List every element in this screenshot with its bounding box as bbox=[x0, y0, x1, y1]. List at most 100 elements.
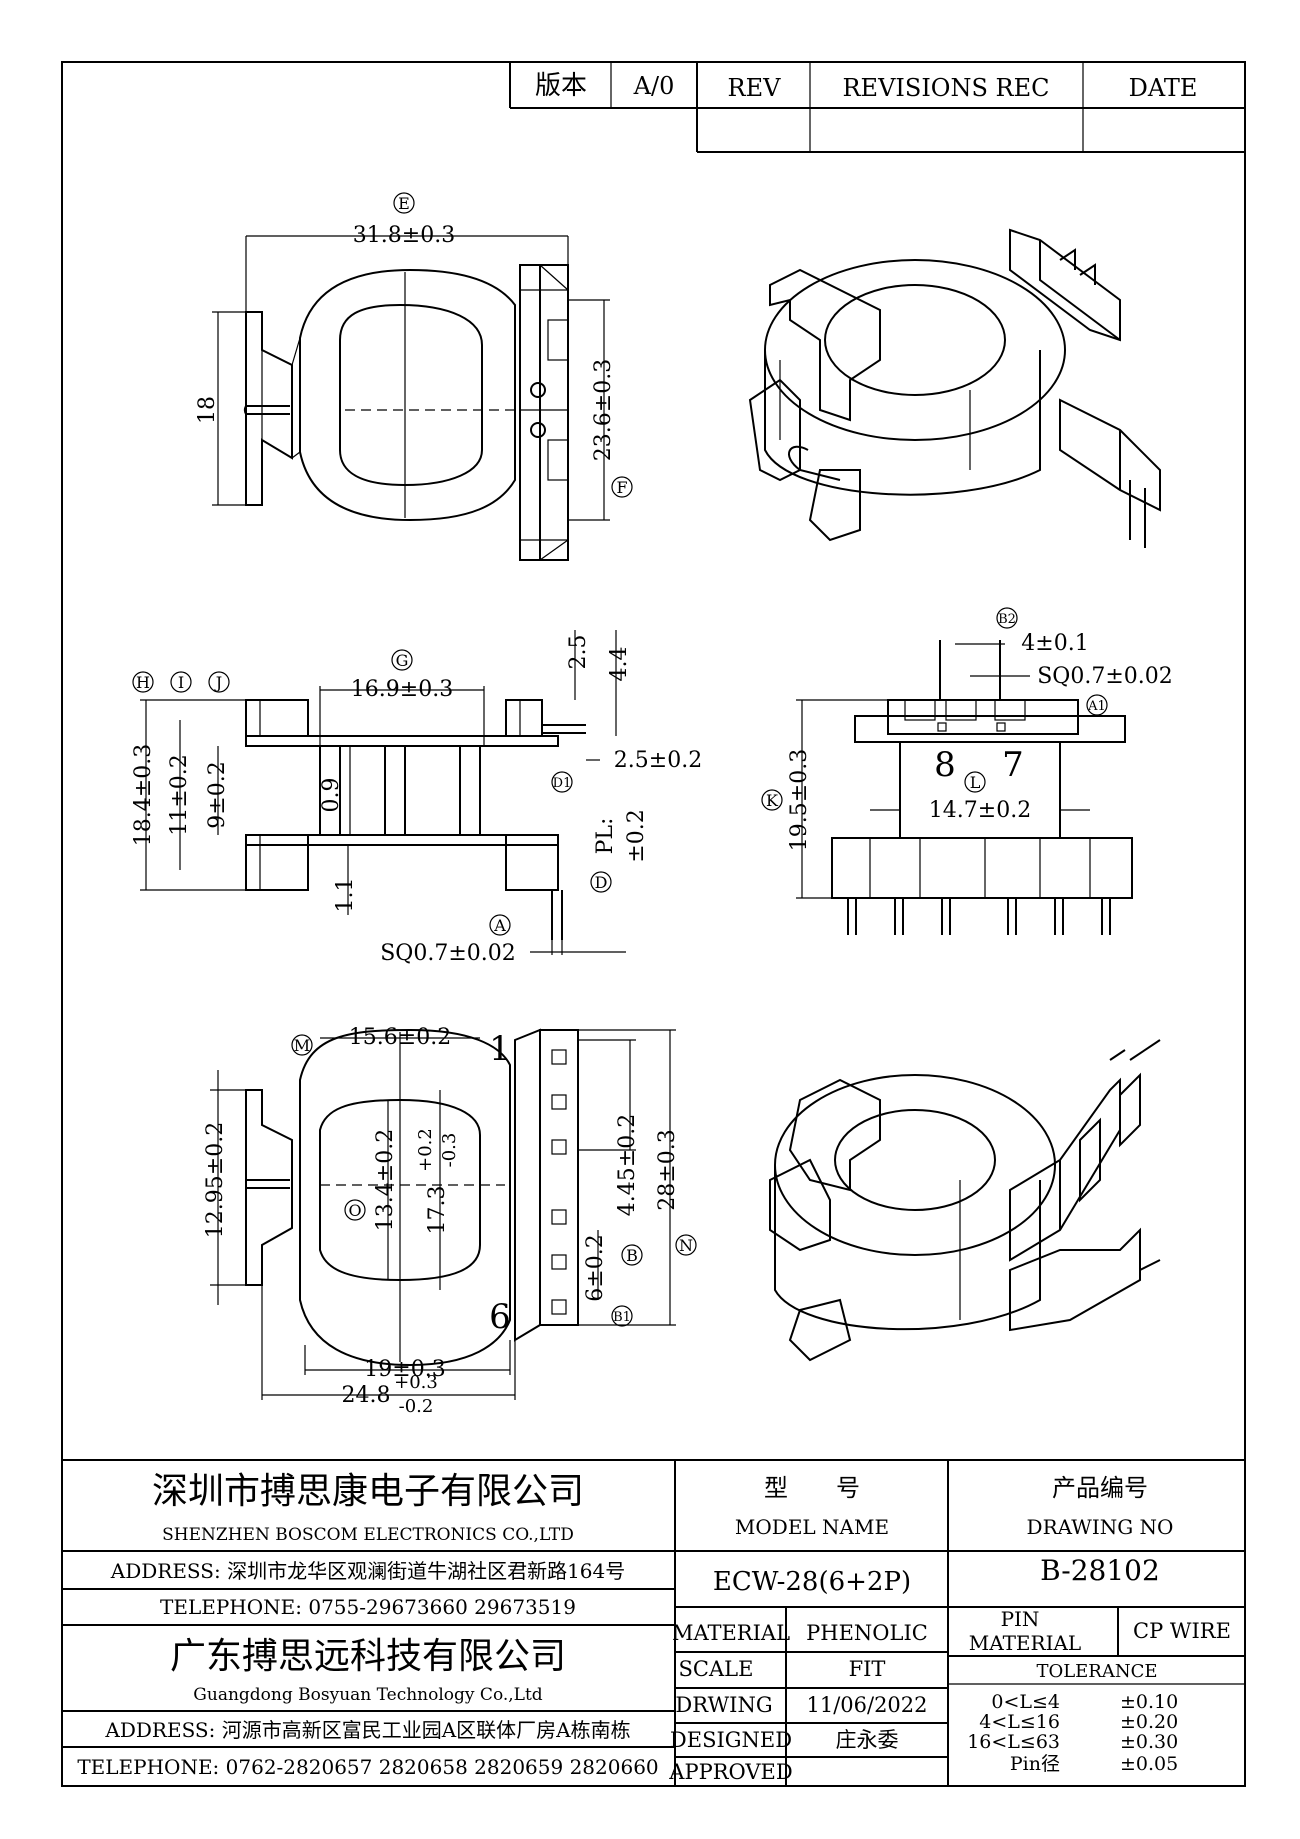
material-value: PHENOLIC bbox=[806, 1621, 928, 1645]
dim-N-value: 28±0.3 bbox=[655, 1129, 680, 1210]
designed-label: DESIGNED bbox=[670, 1728, 792, 1752]
drawing-date: 11/06/2022 bbox=[806, 1693, 927, 1717]
dim-A1-value: SQ0.7±0.02 bbox=[1037, 664, 1173, 689]
revisions-header: REVISIONS REC bbox=[842, 74, 1049, 102]
side-view: G 16.9±0.3 H I J 18.4±0.3 11±0.2 9±0.2 0… bbox=[131, 630, 702, 966]
top-view: E 31.8±0.3 18 23.6±0.3 F bbox=[195, 192, 633, 561]
scale-label: SCALE bbox=[679, 1657, 754, 1681]
tolerance-range: 0<L≤4 bbox=[991, 1691, 1060, 1713]
drawing-frame bbox=[61, 61, 1246, 1787]
telephone2: TELEPHONE: 0762-2820657 2820658 2820659 … bbox=[77, 1755, 658, 1779]
address2: ADDRESS: 河源市高新区富民工业园A区联体厂房A栋南栋 bbox=[104, 1718, 630, 1742]
drawing-label: DRWING bbox=[675, 1693, 772, 1717]
title-block: 深圳市搏思康电子有限公司 SHENZHEN BOSCOM ELECTRONICS… bbox=[62, 1459, 1245, 1786]
bottom-view-pin-slots bbox=[551, 1049, 567, 1315]
dim-base: 1.1 bbox=[333, 878, 358, 913]
company2-cn: 广东搏思远科技有限公司 bbox=[170, 1636, 566, 1677]
model-cn: 型 号 bbox=[764, 1474, 860, 1502]
address1: ADDRESS: 深圳市龙华区观澜街道牛湖社区君新路164号 bbox=[110, 1559, 626, 1583]
dim-D-tag: D bbox=[595, 873, 608, 892]
dim-top-a: 2.5 bbox=[566, 635, 591, 670]
company1-cn: 深圳市搏思康电子有限公司 bbox=[152, 1471, 584, 1512]
dim-F-value: 23.6±0.3 bbox=[591, 359, 616, 461]
revision-table: 版本 A/0 REV REVISIONS REC DATE bbox=[509, 62, 1245, 153]
tolerance-value: ±0.10 bbox=[1120, 1691, 1178, 1713]
dim-E-tag: E bbox=[398, 194, 410, 213]
dim-248: 24.8 bbox=[342, 1383, 391, 1408]
tolerance-value: ±0.30 bbox=[1120, 1731, 1178, 1753]
dim-18: 18 bbox=[195, 396, 220, 424]
pin-label: PIN bbox=[1001, 1607, 1040, 1631]
dim-M-tag: M bbox=[294, 1036, 310, 1055]
dim-inner-h: 13.4±0.2 bbox=[373, 1129, 398, 1231]
end-view: B2 4±0.1 SQ0.7±0.02 A1 8 7 L 14.7±0.2 19… bbox=[761, 607, 1173, 935]
version-value: A/0 bbox=[633, 72, 675, 100]
dim-I-tag: I bbox=[178, 673, 184, 692]
dim-B2-value: 4±0.1 bbox=[1021, 631, 1088, 656]
dim-B-tag: B bbox=[626, 1246, 638, 1265]
tolerance-range: 4<L≤16 bbox=[979, 1711, 1060, 1733]
date-header: DATE bbox=[1129, 74, 1198, 102]
dim-A-tag: A bbox=[493, 916, 506, 935]
dim-B1-tag: B1 bbox=[613, 1310, 631, 1325]
dim-J-value: 9±0.2 bbox=[205, 761, 230, 828]
rev-header: REV bbox=[728, 74, 782, 102]
pin-8-label: 8 bbox=[934, 745, 956, 785]
tolerance-table: 0<L≤4 ±0.10 4<L≤16 ±0.20 16<L≤63 ±0.30 P… bbox=[967, 1691, 1178, 1775]
pin-6-label: 6 bbox=[489, 1297, 511, 1337]
company1-en: SHENZHEN BOSCOM ELECTRONICS CO.,LTD bbox=[162, 1525, 574, 1545]
dim-19: 19±0.3 bbox=[364, 1357, 445, 1382]
dim-inner-d-plus: +0.2 bbox=[415, 1128, 436, 1172]
dim-248-minus: -0.2 bbox=[399, 1396, 434, 1417]
dim-K-tag: K bbox=[766, 791, 779, 810]
telephone1: TELEPHONE: 0755-29673660 29673519 bbox=[160, 1595, 576, 1619]
dim-O-tag: O bbox=[348, 1201, 361, 1220]
model-en: MODEL NAME bbox=[735, 1515, 889, 1539]
tolerance-value: ±0.20 bbox=[1120, 1711, 1178, 1733]
company2-en: Guangdong Bosyuan Technology Co.,Ltd bbox=[193, 1685, 543, 1705]
dim-inner-d: 17.3 bbox=[425, 1186, 450, 1235]
dim-D1-value: 2.5±0.2 bbox=[614, 748, 702, 773]
dim-H-tag: H bbox=[136, 673, 150, 692]
pin-material-label: MATERIAL bbox=[969, 1631, 1081, 1655]
dim-L-tag: L bbox=[970, 773, 981, 792]
tolerance-range: Pin径 bbox=[1010, 1753, 1060, 1775]
drawing-value: B-28102 bbox=[1040, 1554, 1160, 1587]
pin-material-value: CP WIRE bbox=[1133, 1619, 1231, 1643]
drawing-cn: 产品编号 bbox=[1052, 1474, 1148, 1502]
version-label: 版本 bbox=[535, 71, 587, 101]
approved-label: APPROVED bbox=[668, 1760, 792, 1784]
dim-F-tag: F bbox=[616, 478, 627, 497]
bottom-view: 1 6 M 15.6±0.2 12.95±0.2 O 13.4±0.2 17.3… bbox=[203, 1025, 697, 1417]
tolerance-range: 16<L≤63 bbox=[967, 1731, 1060, 1753]
dim-248-plus: +0.3 bbox=[394, 1372, 438, 1393]
dim-B1-value: 6±0.2 bbox=[583, 1234, 608, 1301]
dim-top-b: 4.4 bbox=[607, 647, 632, 682]
dim-PL-tol: ±0.2 bbox=[624, 809, 649, 862]
dim-B-value: 4.45±0.2 bbox=[615, 1114, 640, 1216]
dim-I-value: 11±0.2 bbox=[167, 754, 192, 835]
dim-N-tag: N bbox=[679, 1236, 693, 1255]
dim-inner-d-minus: -0.3 bbox=[439, 1133, 460, 1168]
dim-G-value: 16.9±0.3 bbox=[351, 677, 453, 702]
dim-A1-tag: A1 bbox=[1087, 699, 1106, 714]
dim-E-value: 31.8±0.3 bbox=[353, 223, 455, 248]
scale-value: FIT bbox=[849, 1657, 886, 1681]
isometric-view-bottom bbox=[769, 1039, 1161, 1362]
material-label: MATERIAL bbox=[672, 1621, 790, 1645]
dim-A-value: SQ0.7±0.02 bbox=[380, 941, 516, 966]
end-view-pins bbox=[847, 898, 1111, 935]
dim-B2-tag: B2 bbox=[998, 612, 1016, 627]
dim-H-value: 18.4±0.3 bbox=[131, 744, 156, 846]
pin-7-label: 7 bbox=[1002, 745, 1024, 785]
dim-wall: 0.9 bbox=[319, 778, 344, 813]
dim-M-value: 15.6±0.2 bbox=[349, 1025, 451, 1050]
dim-L-value: 14.7±0.2 bbox=[929, 798, 1031, 823]
dim-J-tag: J bbox=[214, 673, 222, 692]
tolerance-label: TOLERANCE bbox=[1036, 1661, 1157, 1682]
dim-PL: PL: bbox=[593, 818, 618, 855]
dim-K-value: 19.5±0.3 bbox=[787, 749, 812, 851]
dim-left-height: 12.95±0.2 bbox=[203, 1122, 228, 1238]
isometric-view-top bbox=[748, 228, 1161, 548]
pin-1-label: 1 bbox=[489, 1029, 511, 1069]
